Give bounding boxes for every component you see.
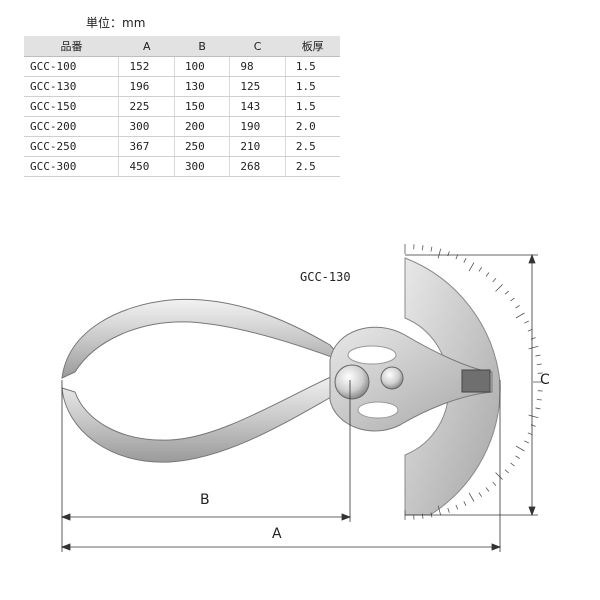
protractor-tick (478, 492, 483, 497)
cell-c: 125 (229, 76, 286, 97)
protractor-tick (495, 284, 503, 292)
protractor-tick (478, 267, 483, 272)
cell-a: 225 (118, 96, 175, 117)
cell-model: GCC-130 (24, 76, 120, 97)
protractor-tick (535, 354, 541, 357)
cell-model: GCC-200 (24, 116, 120, 137)
joint-slot (347, 345, 397, 365)
protractor-tick (524, 320, 529, 324)
protractor-tick (536, 398, 542, 401)
protractor-tick (528, 414, 539, 419)
cell-model: GCC-250 (24, 136, 120, 157)
cell-thickness: 1.5 (285, 56, 340, 77)
cell-c: 210 (229, 136, 286, 157)
model-label: GCC-130 (300, 270, 351, 284)
cell-a: 450 (118, 156, 175, 177)
table-header-row: 品番 A B C 板厚 (24, 36, 340, 57)
protractor-tick (437, 248, 442, 259)
protractor-tick (430, 246, 433, 252)
table-row: GCC-150 225 150 143 1.5 (24, 96, 340, 117)
table-row: GCC-100 152 100 98 1.5 (24, 56, 340, 77)
table-row: GCC-250 367 250 210 2.5 (24, 136, 340, 157)
protractor-tick (515, 304, 520, 309)
protractor-tick (515, 455, 520, 460)
protractor-tick (468, 262, 475, 272)
protractor-tick (504, 290, 510, 295)
table-row: GCC-200 300 200 190 2.0 (24, 116, 340, 137)
upper-caliper-leg (61, 298, 346, 379)
protractor-tick (492, 277, 497, 283)
header-a: A (118, 36, 175, 57)
protractor-tick (510, 462, 515, 467)
protractor-tick (535, 407, 541, 410)
protractor-tick (536, 363, 542, 366)
dimension-b-label: B (200, 492, 210, 508)
cell-b: 150 (174, 96, 231, 117)
protractor-tick (485, 487, 490, 492)
protractor-tick (447, 507, 450, 513)
protractor-tick (463, 501, 467, 506)
protractor-tick (515, 445, 525, 452)
protractor-tick (455, 504, 459, 510)
cell-a: 367 (118, 136, 175, 157)
dimension-lines (60, 253, 538, 552)
cell-c: 268 (229, 156, 286, 177)
lower-caliper-leg (61, 374, 341, 463)
header-c: C (229, 36, 286, 57)
cell-b: 300 (174, 156, 231, 177)
cell-c: 143 (229, 96, 286, 117)
protractor-tick (468, 492, 475, 502)
header-part-number: 品番 (24, 36, 119, 57)
locking-screw-icon (380, 366, 404, 390)
cell-thickness: 1.5 (285, 96, 340, 117)
unit-label: 単位：mm (86, 16, 146, 30)
joint-slot (357, 401, 399, 419)
cell-a: 300 (118, 116, 175, 137)
protractor-tick (495, 472, 503, 480)
cell-a: 152 (118, 56, 175, 77)
table-row: GCC-300 450 300 268 2.5 (24, 156, 340, 177)
cell-b: 130 (174, 76, 231, 97)
header-b: B (174, 36, 230, 57)
protractor-tick (524, 440, 529, 444)
cell-b: 200 (174, 116, 231, 137)
cell-model: GCC-100 (24, 56, 120, 77)
dimension-a-label: A (272, 526, 282, 542)
protractor-tick (463, 258, 467, 263)
protractor-tick (515, 312, 525, 319)
protractor-tick (485, 272, 490, 277)
protractor-tick (510, 297, 515, 302)
cell-b: 250 (174, 136, 231, 157)
protractor-tick (504, 469, 510, 474)
pivot-knob-icon (334, 364, 370, 400)
cell-thickness: 1.5 (285, 76, 340, 97)
protractor-tick (528, 345, 539, 350)
cell-b: 100 (174, 56, 231, 77)
cell-a: 196 (118, 76, 175, 97)
spec-table: 品番 A B C 板厚 GCC-100 152 100 98 1.5 GCC-1… (24, 36, 340, 177)
protractor-tick (437, 505, 442, 516)
cell-c: 190 (229, 116, 286, 137)
cell-thickness: 2.5 (285, 136, 340, 157)
table-row: GCC-130 196 130 125 1.5 (24, 76, 340, 97)
dimension-c-label: C (540, 372, 550, 388)
cell-c: 98 (229, 56, 286, 77)
cell-thickness: 2.0 (285, 116, 340, 137)
protractor-tick (492, 481, 497, 487)
scale-pointer (461, 369, 491, 393)
header-thickness: 板厚 (285, 36, 340, 57)
cell-model: GCC-300 (24, 156, 120, 177)
protractor-tick (421, 245, 424, 251)
cell-model: GCC-150 (24, 96, 120, 117)
cell-thickness: 2.5 (285, 156, 340, 177)
